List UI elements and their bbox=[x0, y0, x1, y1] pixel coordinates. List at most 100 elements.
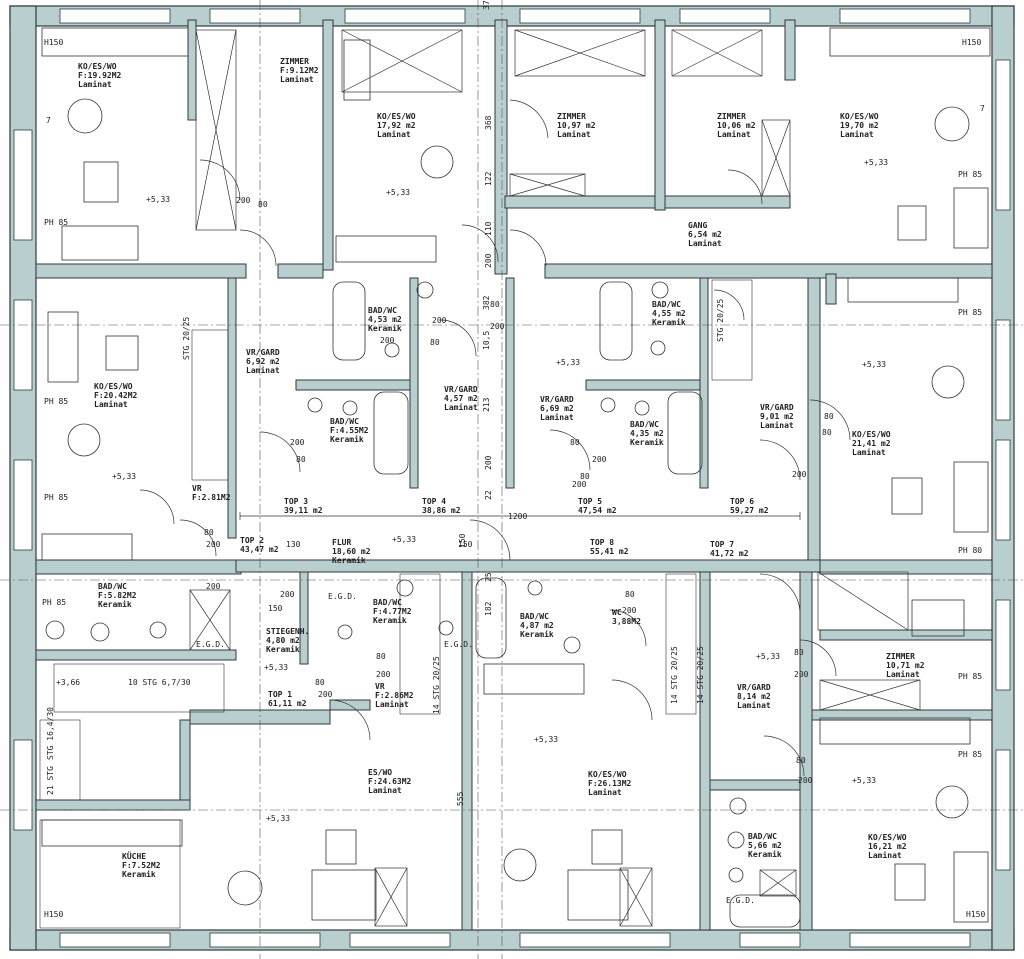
stairs-annotation: STG 20/25 bbox=[716, 298, 725, 342]
dims-annotation: 200 bbox=[792, 470, 807, 479]
room-label-line: FLUR bbox=[332, 538, 352, 547]
dims-annotation: 130 bbox=[286, 540, 301, 549]
dims-annotation: 200 bbox=[798, 776, 813, 785]
room-label-line: Laminat bbox=[280, 75, 314, 84]
room-label-line: F:4.55M2 bbox=[330, 426, 369, 435]
room-label-line: Keramik bbox=[630, 438, 664, 447]
room-label-line: ZIMMER bbox=[717, 112, 746, 121]
room-label-line: 5,66 m2 bbox=[748, 841, 782, 850]
levels-annotation: +5,33 bbox=[556, 358, 581, 367]
h150-annotation: H150 bbox=[44, 910, 64, 919]
room-label-line: 19,70 m2 bbox=[840, 121, 879, 130]
room-label-line: Laminat bbox=[557, 130, 591, 139]
stairs-annotation: 21 STG bbox=[46, 766, 55, 795]
seven-annotation: 7 bbox=[980, 104, 985, 113]
interior-walls bbox=[35, 19, 993, 931]
dims-annotation: 200 bbox=[572, 480, 587, 489]
room-label-line: Keramik bbox=[652, 318, 686, 327]
room-label-line: TOP 2 bbox=[240, 536, 265, 545]
sanitary-fixtures bbox=[45, 281, 747, 883]
room-label-line: Keramik bbox=[266, 645, 300, 654]
windows bbox=[13, 8, 1011, 948]
room-label-line: 4,35 m2 bbox=[630, 429, 664, 438]
room-label-line: Laminat bbox=[840, 130, 874, 139]
room-label-line: 41,72 m2 bbox=[710, 549, 749, 558]
room-label-line: Keramik bbox=[98, 600, 132, 609]
doors bbox=[139, 99, 851, 777]
ph-annotation: PH 85 bbox=[44, 397, 69, 406]
room-label-line: KO/ES/WO bbox=[94, 382, 133, 391]
dims-annotation: 80 bbox=[430, 338, 440, 347]
room-label-line: ZIMMER bbox=[557, 112, 586, 121]
room-label-line: 10,71 m2 bbox=[886, 661, 925, 670]
room-label-line: STIEGENH. bbox=[266, 627, 310, 636]
dims-annotation: 80 bbox=[824, 412, 834, 421]
dims-annotation: 80 bbox=[315, 678, 325, 687]
room-label-line: 4,87 m2 bbox=[520, 621, 554, 630]
room-label-line: BAD/WC bbox=[652, 300, 681, 309]
room-label-line: F:20.42M2 bbox=[94, 391, 138, 400]
ph-annotation: PH 85 bbox=[958, 672, 983, 681]
edg-annotation: E.G.D. bbox=[196, 640, 225, 649]
room-label-line: 39,11 m2 bbox=[284, 506, 323, 515]
levels-annotation: +5,33 bbox=[864, 158, 889, 167]
dims-annotation: 200 bbox=[490, 322, 505, 331]
room-label-line: Laminat bbox=[377, 130, 411, 139]
dims-annotation: 80 bbox=[822, 428, 832, 437]
room-label-line: ZIMMER bbox=[280, 57, 309, 66]
room-label-line: TOP 4 bbox=[422, 497, 447, 506]
dims-annotation: 200 bbox=[280, 590, 295, 599]
room-label-line: TOP 8 bbox=[590, 538, 615, 547]
stairs bbox=[39, 279, 753, 929]
room-label-line: BAD/WC bbox=[520, 612, 549, 621]
room-label-line: BAD/WC bbox=[748, 832, 777, 841]
room-label-line: 3,88M2 bbox=[612, 617, 641, 626]
room-label-line: BAD/WC bbox=[630, 420, 659, 429]
room-label-line: KO/ES/WO bbox=[78, 62, 117, 71]
room-label-line: KO/ES/WO bbox=[588, 770, 627, 779]
room-label-line: KO/ES/WO bbox=[840, 112, 879, 121]
dimension-lines bbox=[239, 512, 801, 520]
room-label-line: TOP 7 bbox=[710, 540, 735, 549]
room-label-line: Keramik bbox=[748, 850, 782, 859]
room-label-line: VR/GARD bbox=[246, 348, 280, 357]
dims-annotation: 200 bbox=[376, 670, 391, 679]
room-label-line: F:7.52M2 bbox=[122, 861, 161, 870]
dims-annotation: 1200 bbox=[508, 512, 528, 521]
ph-annotation: PH 85 bbox=[958, 170, 983, 179]
dims-annotation: 368 bbox=[484, 115, 493, 130]
ph-annotation: PH 85 bbox=[958, 750, 983, 759]
room-label-line: Laminat bbox=[588, 788, 622, 797]
room-label-line: Laminat bbox=[737, 701, 771, 710]
dims-annotation: 200 bbox=[236, 196, 251, 205]
room-label-line: 4,53 m2 bbox=[368, 315, 402, 324]
dims-annotation: 80 bbox=[258, 200, 268, 209]
dims-annotation: 80 bbox=[296, 455, 306, 464]
dims-annotation: 150 bbox=[458, 533, 467, 548]
room-label-line: 16,21 m2 bbox=[868, 842, 907, 851]
ph-annotation: PH 85 bbox=[42, 598, 67, 607]
room-label-line: 43,47 m2 bbox=[240, 545, 279, 554]
levels-annotation: +5,33 bbox=[862, 360, 887, 369]
dims-annotation: 80 bbox=[570, 438, 580, 447]
room-label-line: BAD/WC bbox=[330, 417, 359, 426]
h150-annotation: H150 bbox=[962, 38, 982, 47]
edg-annotation: E.G.D. bbox=[328, 592, 357, 601]
dims-annotation: 150 bbox=[268, 604, 283, 613]
room-label-line: F:5.82M2 bbox=[98, 591, 137, 600]
room-label-line: F:24.63M2 bbox=[368, 777, 412, 786]
room-label-line: 38,86 m2 bbox=[422, 506, 461, 515]
